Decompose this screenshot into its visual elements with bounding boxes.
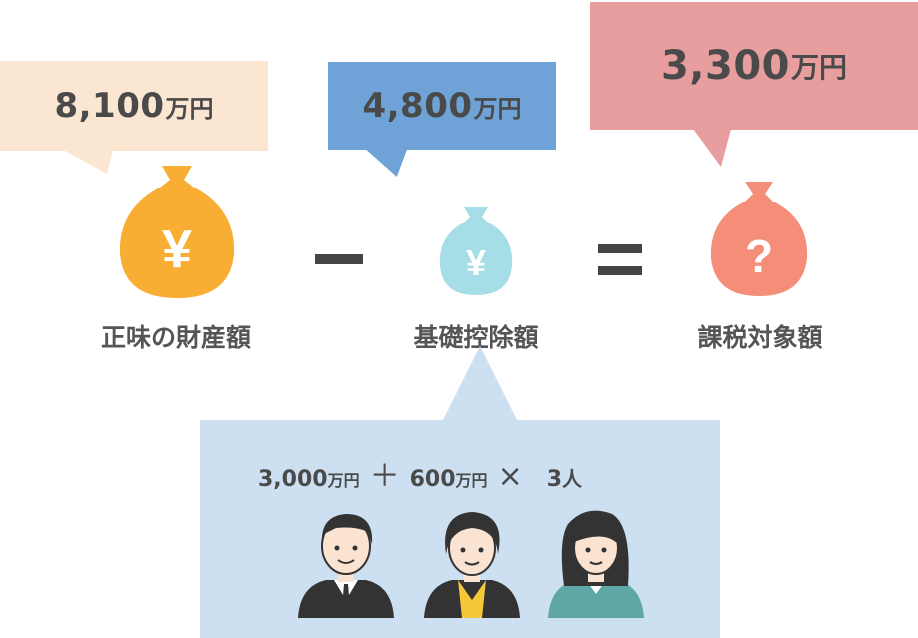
net-assets-label: 正味の財産額 — [100, 323, 251, 352]
formula-base-unit: 万円 — [327, 471, 360, 490]
yen-bag-icon: ¥ — [119, 166, 235, 298]
minus-icon — [315, 254, 363, 264]
taxable-amount-label: 課税対象額 — [697, 323, 823, 352]
question-bag-icon: ? — [710, 182, 808, 296]
times-icon: × — [497, 459, 523, 494]
yen-bag-icon: ¥ — [439, 207, 513, 295]
formula-per-heir-unit: 万円 — [455, 471, 488, 490]
formula-per-heir: 600 — [409, 467, 456, 492]
formula-panel-pointer — [442, 346, 518, 422]
formula-heirs: 3 — [546, 467, 563, 492]
svg-text:¥: ¥ — [466, 242, 486, 283]
svg-text:?: ? — [745, 230, 773, 282]
svg-text:¥: ¥ — [162, 219, 192, 279]
net-assets-unit: 万円 — [165, 94, 214, 123]
man-avatar-icon — [298, 514, 394, 618]
equals-icon-bottom-bar — [598, 266, 642, 275]
plus-icon: ＋ — [369, 459, 400, 494]
equals-icon-top-bar — [598, 244, 642, 253]
basic-deduction-amount: 4,800 — [362, 86, 473, 126]
taxable-amount-amount: 3,300 — [660, 43, 790, 89]
taxable-amount-unit: 万円 — [791, 51, 848, 84]
woman-avatar-icon — [424, 512, 520, 618]
basic-deduction-bubble-tail — [365, 149, 427, 177]
basic-deduction-unit: 万円 — [473, 94, 522, 123]
taxable-amount-bubble-tail — [693, 129, 745, 167]
formula-heirs-unit: 人 — [562, 467, 583, 491]
net-assets-amount: 8,100 — [54, 86, 165, 126]
formula-base: 3,000 — [258, 467, 328, 492]
girl-avatar-icon — [548, 510, 644, 618]
